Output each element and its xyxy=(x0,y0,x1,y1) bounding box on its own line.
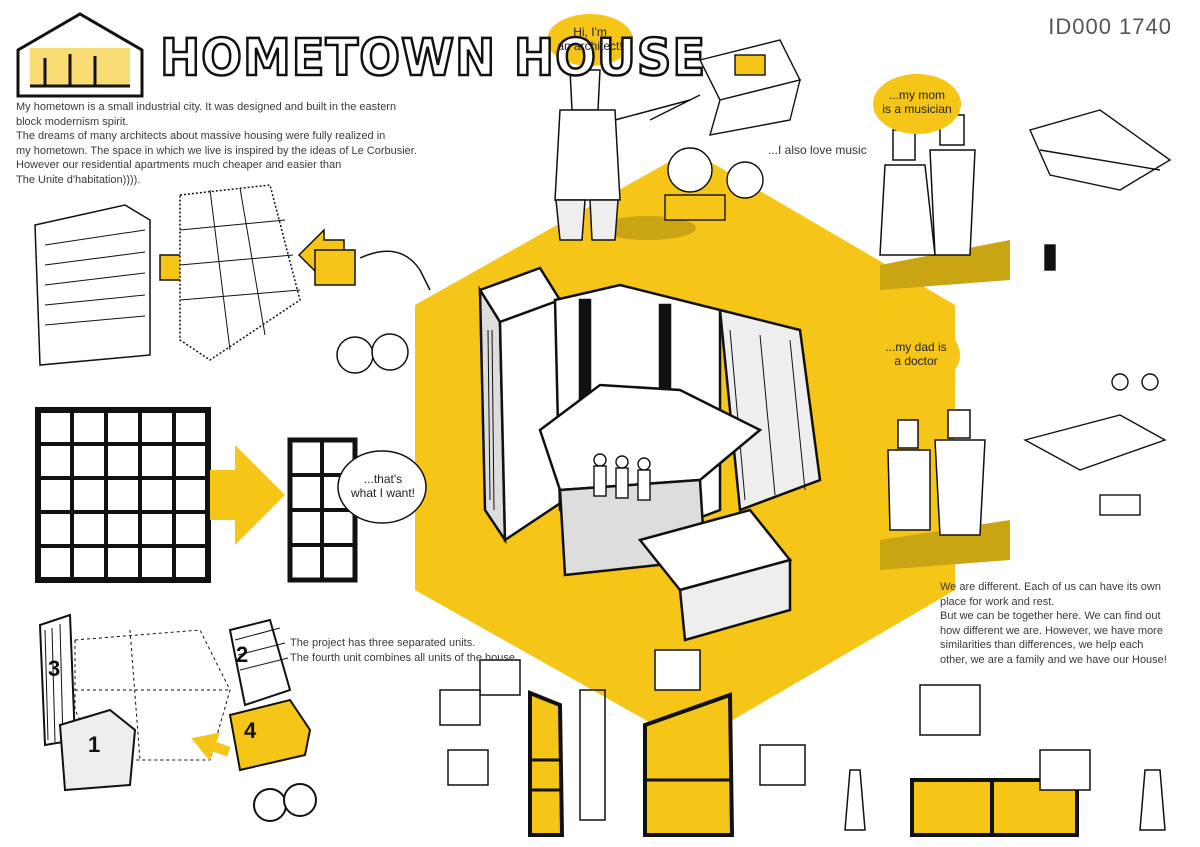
family-note: We are different. Each of us can have it… xyxy=(940,580,1195,667)
want-bubble xyxy=(337,450,427,524)
arrow-right xyxy=(210,445,285,545)
grid-building-sketch xyxy=(35,407,211,583)
family-note-line: place for work and rest. xyxy=(940,595,1055,608)
family-note-line: similarities than differences, we help e… xyxy=(940,639,1144,651)
music-caption: ...I also love music xyxy=(768,143,867,157)
want-bubble-text: ...that's what I want! xyxy=(340,472,426,500)
unit-section-1 xyxy=(439,659,606,837)
tower-sketch xyxy=(287,437,358,583)
architect-figure xyxy=(554,69,696,241)
family-note-line: We are different. Each of us can have it… xyxy=(940,581,1161,593)
intro-line: The Unite d'habitation)))). xyxy=(16,173,141,186)
intro-line: The dreams of many architects about mass… xyxy=(16,130,386,142)
units-note: The project has three separated units. T… xyxy=(290,636,550,665)
unit-section-3 xyxy=(910,684,1166,837)
mom-bubble-text: ...my mom is a musician xyxy=(874,88,960,116)
intro-text: My hometown is a small industrial city. … xyxy=(16,100,436,187)
dad-bubble-text: ...my dad is a doctor xyxy=(873,340,959,368)
architect-bubble xyxy=(547,14,633,66)
music-sketch xyxy=(664,147,764,221)
unit-number-3: 3 xyxy=(48,656,61,681)
family-note-line: But we can be together here. We can find… xyxy=(940,610,1161,622)
mom-bubble-line: ...my mom xyxy=(889,88,945,102)
piano-sketch xyxy=(1029,109,1172,271)
desk-sketch xyxy=(649,39,802,136)
family-note-line: how different we are. However, we have m… xyxy=(940,624,1163,637)
architect-bubble-line: an architect! xyxy=(557,39,623,53)
units-note-line: The project has three separated units. xyxy=(290,637,476,649)
page-title: HOMETOWN HOUSE xyxy=(159,27,707,88)
units-note-line: The fourth unit combines all units of th… xyxy=(290,651,519,664)
intro-line: my hometown. The space in which we live … xyxy=(16,144,417,157)
project-id: ID000 1740 xyxy=(1048,14,1172,39)
hospital-sketch xyxy=(1023,373,1167,516)
logo-house-icon xyxy=(16,12,144,98)
intro-line: block modernism spirit. xyxy=(16,115,129,128)
unit-number-1: 1 xyxy=(88,732,101,757)
architect-bubble-text: Hi, I'm an architect! xyxy=(548,25,632,53)
dad-bubble xyxy=(872,323,960,387)
mom-bubble-line: is a musician xyxy=(882,102,952,116)
dad-bubble-line: a doctor xyxy=(894,354,938,368)
dad-bubble-line: ...my dad is xyxy=(885,340,947,354)
architect-bubble-line: Hi, I'm xyxy=(573,25,607,39)
mom-bubble xyxy=(873,74,961,134)
dad-figure xyxy=(880,409,1010,570)
intro-line: My hometown is a small industrial city. … xyxy=(16,101,397,113)
family-note-line: other, we are a family and we have our H… xyxy=(940,653,1167,666)
unit-section-2 xyxy=(643,649,866,837)
central-house-drawing xyxy=(478,266,822,642)
intro-line: However our residential apartments much … xyxy=(16,159,342,171)
want-bubble-line: what I want! xyxy=(350,486,416,500)
unit-number-4: 4 xyxy=(244,718,257,743)
mom-figure xyxy=(879,114,1010,290)
central-figures xyxy=(593,453,651,501)
unit-number-2: 2 xyxy=(236,642,249,667)
soviet-block-sketch xyxy=(34,184,431,374)
want-bubble-line: ...that's xyxy=(363,472,403,486)
units-diagram xyxy=(38,613,317,822)
